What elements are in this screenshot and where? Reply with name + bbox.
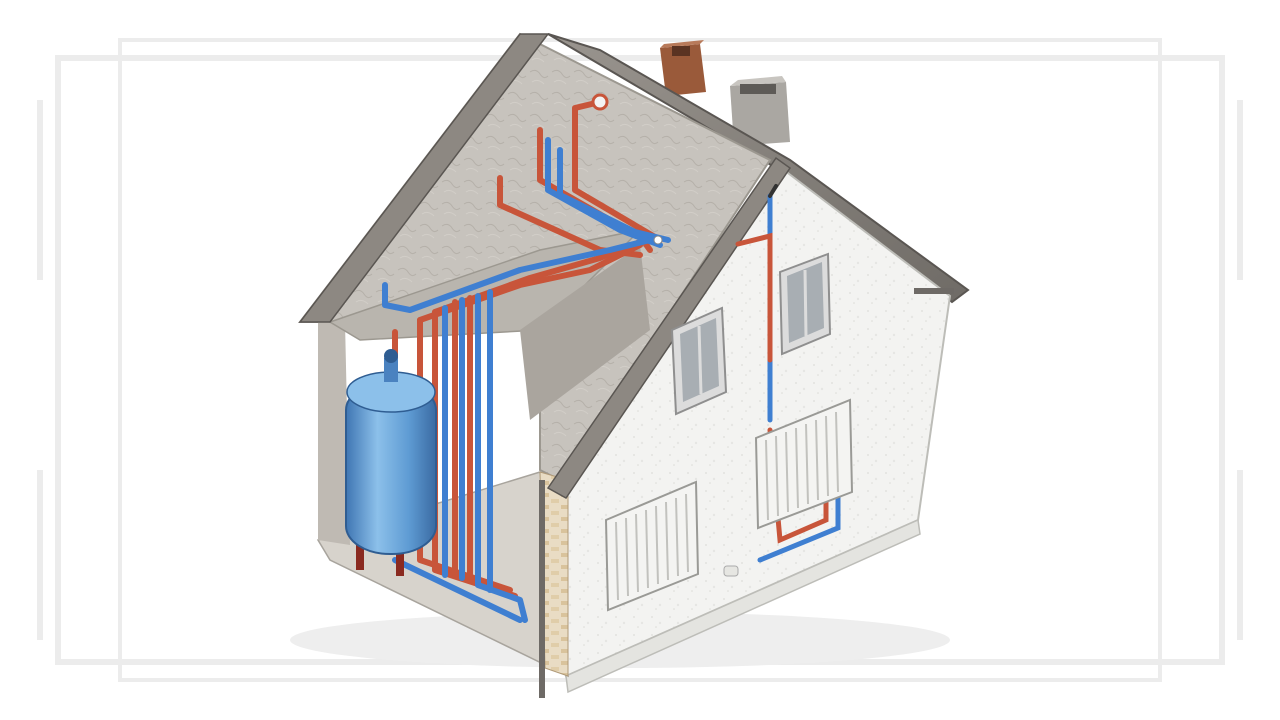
pipe-bundle (382, 99, 671, 623)
window-left (670, 306, 728, 416)
attic-partition (520, 245, 650, 420)
roof-front-edge-right (546, 156, 792, 499)
roof-front-edge (298, 33, 550, 323)
chimney-right (730, 76, 790, 146)
radiator-upper (754, 398, 854, 530)
window-right (778, 252, 832, 356)
pipe-fittings (591, 93, 739, 577)
wall-base-right (565, 518, 921, 694)
storage-tank (345, 349, 437, 576)
radiator-lower (604, 480, 700, 612)
downpipe (539, 288, 954, 698)
chimney-left (660, 40, 706, 96)
interior-left-wall (318, 322, 350, 545)
